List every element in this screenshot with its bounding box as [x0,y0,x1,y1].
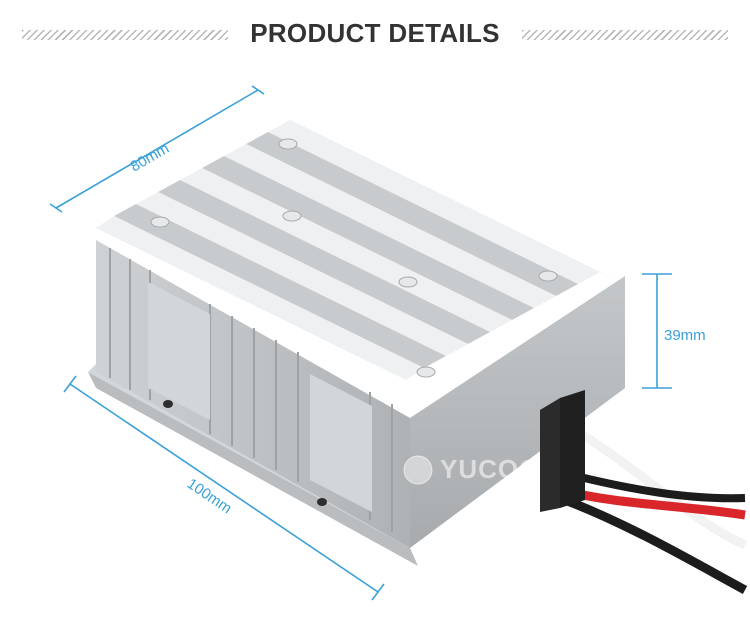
mounting-pins [150,138,558,378]
svg-text:80mm: 80mm [128,140,173,176]
svg-text:39mm: 39mm [664,327,706,344]
page-title: PRODUCT DETAILS [250,18,500,48]
dimension-height: 39mm [642,273,706,389]
svg-text:100mm: 100mm [184,475,235,517]
watermark-text: YUCOO [440,454,540,484]
base-plate [88,372,418,566]
header-hatch-right [522,30,728,40]
heatsink-side-face [410,276,625,548]
cable-wires [558,426,748,594]
section-header: PRODUCT DETAILS [0,0,750,70]
heatsink-fins [96,120,620,380]
cable-gland [560,390,585,508]
header-hatch-left [22,30,228,40]
mounting-holes [163,400,327,506]
